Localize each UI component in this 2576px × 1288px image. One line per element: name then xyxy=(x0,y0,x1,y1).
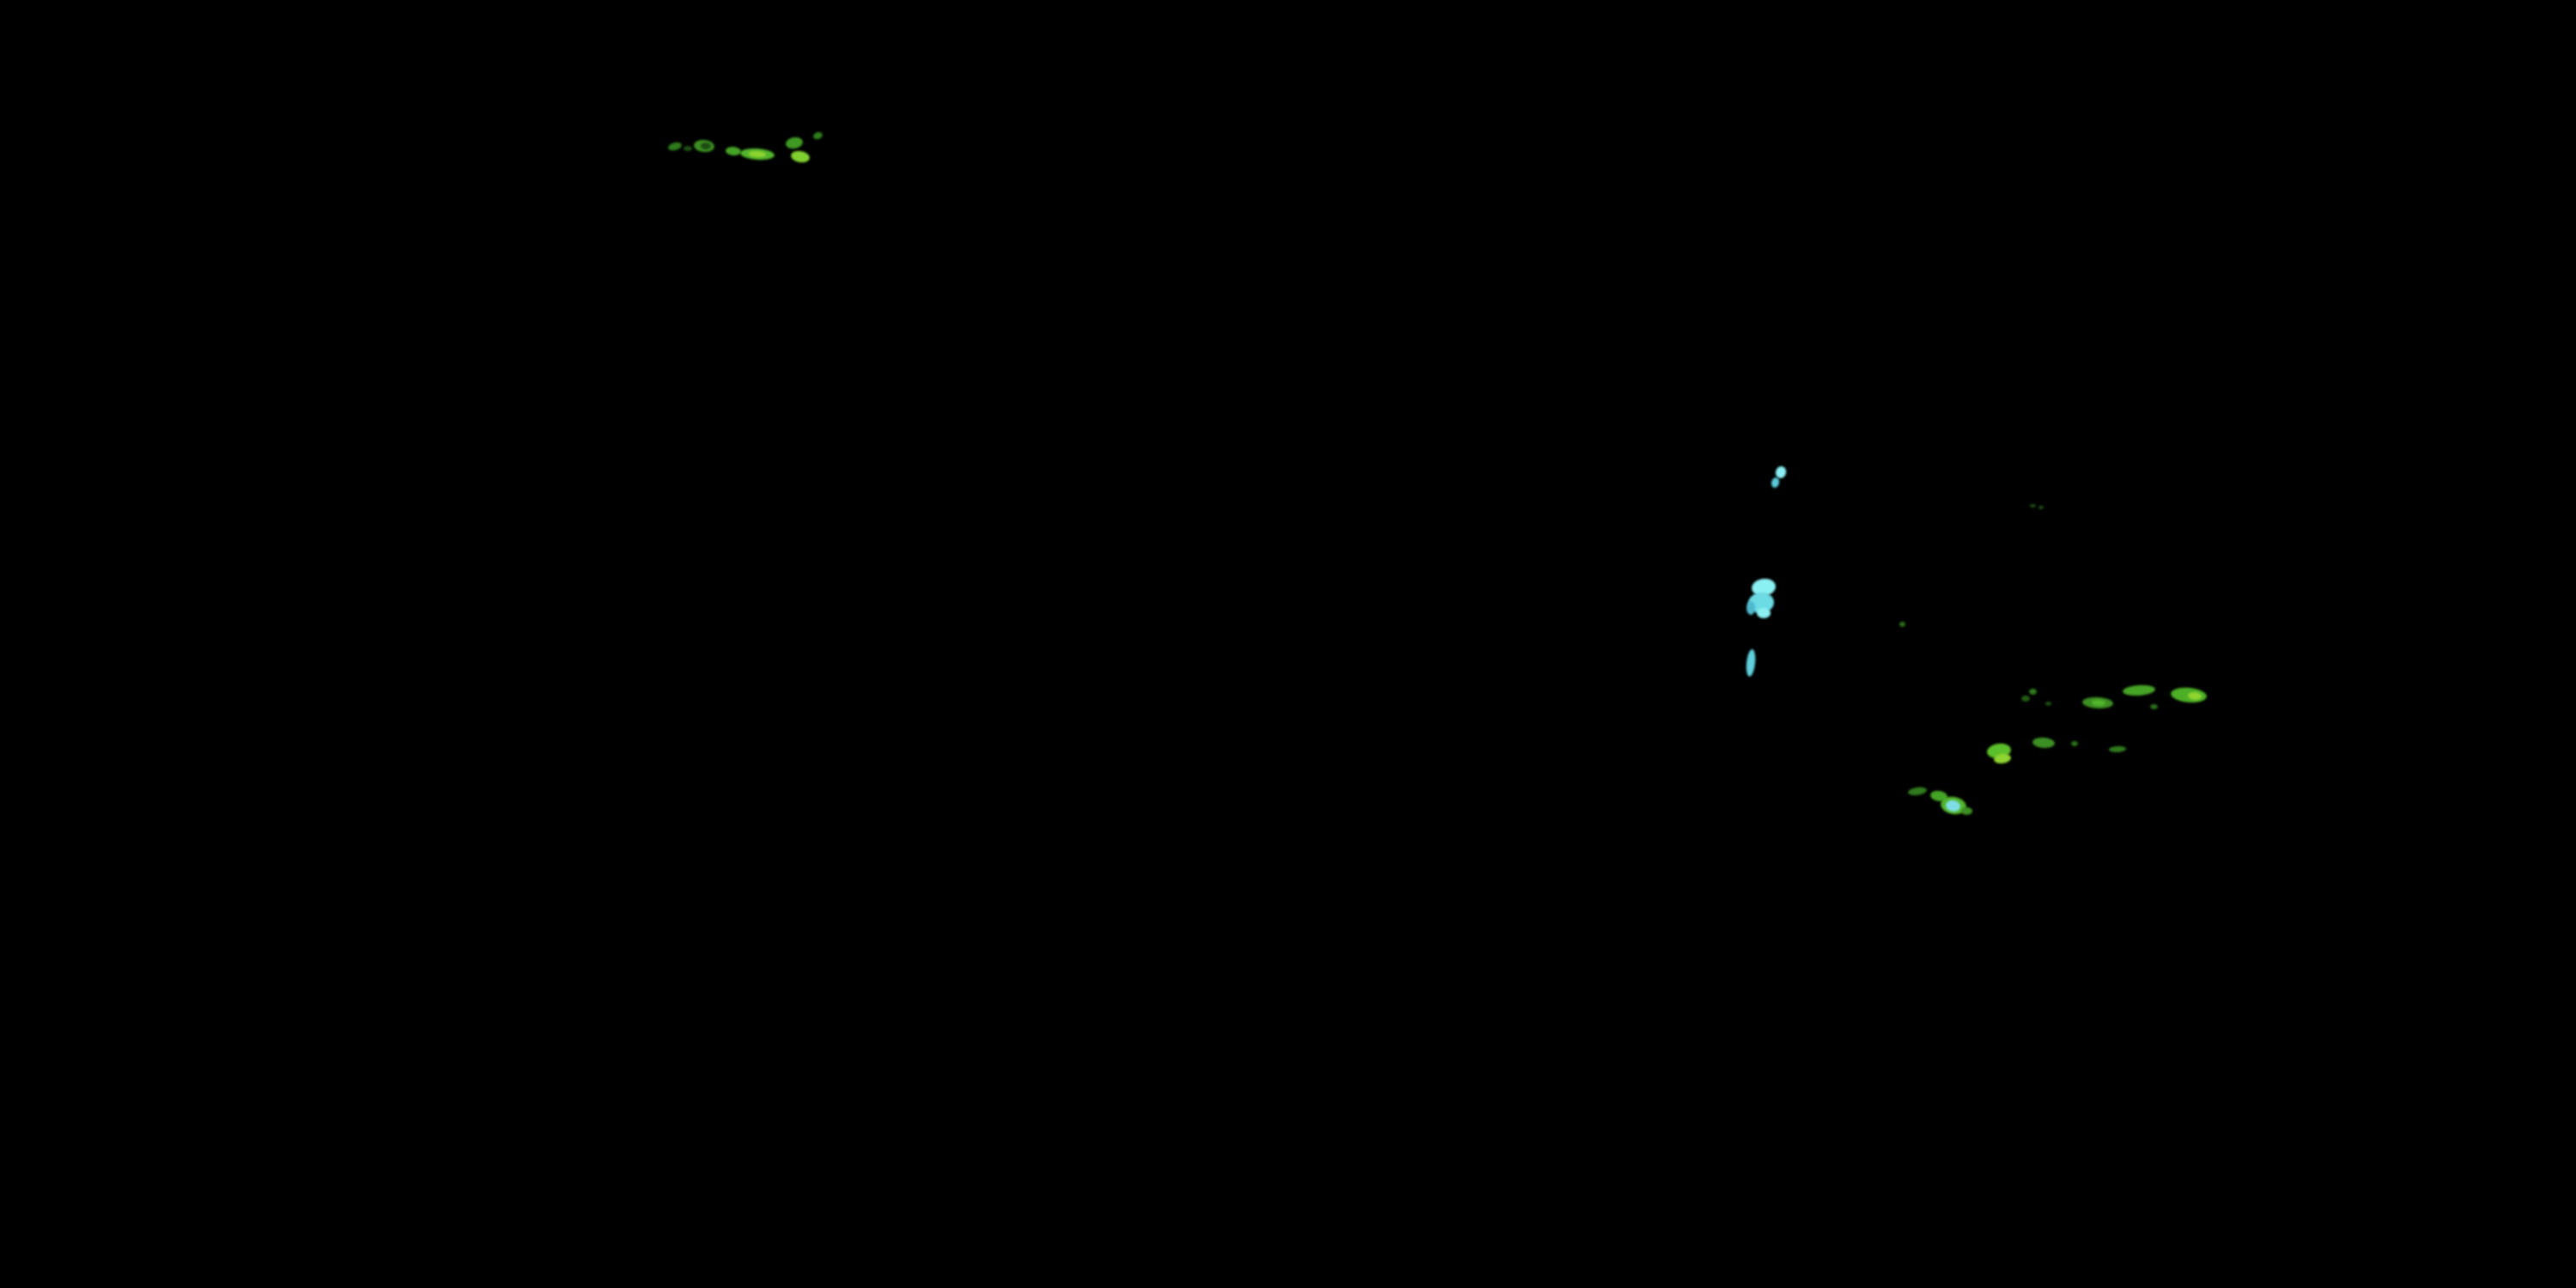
radar-echo xyxy=(790,149,811,164)
radar-echo xyxy=(2150,704,2158,709)
radar-echo xyxy=(2029,689,2037,695)
radar-echo xyxy=(1907,786,1928,797)
radar-echo xyxy=(2030,504,2036,507)
radar-echo xyxy=(2032,737,2056,749)
radar-echo xyxy=(2108,745,2127,753)
radar-echo xyxy=(2038,506,2044,509)
radar-echo xyxy=(2122,683,2156,697)
radar-echo xyxy=(2071,741,2078,746)
radar-echo xyxy=(1770,477,1781,489)
radar-echo xyxy=(1747,601,1755,615)
radar-echo xyxy=(667,141,683,152)
radar-echo xyxy=(701,143,711,149)
radar-echo xyxy=(811,131,824,141)
radar-echo xyxy=(1745,648,1757,677)
radar-echo xyxy=(725,146,742,156)
radar-echo xyxy=(785,136,804,150)
radar-echo xyxy=(2045,702,2051,706)
radar-echo xyxy=(683,146,692,151)
radar-echo xyxy=(1757,608,1771,618)
radar-echo xyxy=(1961,807,1972,815)
radar-echo xyxy=(2021,696,2030,702)
radar-echo xyxy=(1899,622,1905,627)
